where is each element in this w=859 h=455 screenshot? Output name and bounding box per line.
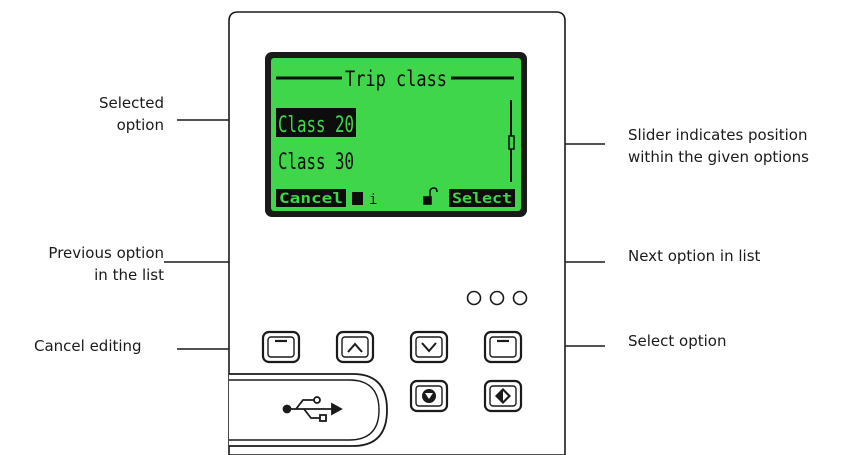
info-block-icon (352, 192, 363, 205)
selected-option-highlight (276, 108, 356, 137)
callout-previous-option-line1: Previous option (48, 244, 164, 262)
lcd-option[interactable]: Class 30 (278, 150, 354, 175)
info-label: i (369, 192, 377, 208)
led-icon (466, 290, 482, 306)
callout-cancel-editing: Cancel editing (34, 335, 142, 357)
callout-previous-option-line2: in the list (94, 266, 164, 284)
softkey-left-label[interactable]: Cancel (279, 191, 343, 207)
slider-thumb (508, 135, 515, 150)
softkey-right-bg (449, 189, 515, 207)
stop-icon (422, 389, 436, 403)
usb-port-cover[interactable] (229, 373, 388, 447)
lcd-screen: Trip class Class 20 Class 30 Cancel i Se… (265, 52, 527, 217)
left-softkey-button[interactable] (261, 330, 301, 364)
callout-slider-line1: Slider indicates position (628, 126, 808, 144)
callout-previous-option: Previous option in the list (0, 242, 164, 286)
callout-next-option: Next option in list (628, 245, 760, 267)
callout-cancel-editing-text: Cancel editing (34, 337, 142, 355)
callout-slider: Slider indicates position within the giv… (628, 124, 809, 168)
led-icon (489, 290, 505, 306)
callout-selected-option: Selected option (60, 92, 164, 136)
softkey-right-label[interactable]: Select (452, 191, 512, 207)
usb-icon (282, 396, 343, 422)
start-icon (495, 388, 511, 404)
stop-button[interactable] (409, 379, 449, 413)
lcd-title: Trip class (345, 67, 447, 91)
callout-selected-option-line2: option (116, 116, 164, 134)
lcd-background (271, 58, 521, 211)
callout-select-option-text: Select option (628, 332, 727, 350)
chevron-down-icon (421, 342, 437, 353)
status-leds (466, 290, 528, 306)
lcd-option-selected[interactable]: Class 20 (278, 113, 354, 138)
led-icon (512, 290, 528, 306)
start-button[interactable] (483, 379, 523, 413)
up-button[interactable] (335, 330, 375, 364)
right-softkey-button[interactable] (483, 330, 523, 364)
callout-selected-option-line1: Selected (98, 94, 164, 112)
callout-next-option-text: Next option in list (628, 247, 761, 265)
lock-icon (423, 187, 438, 205)
callout-select-option: Select option (628, 330, 726, 352)
softkey-left-bg (276, 189, 346, 207)
callout-slider-line2: within the given options (628, 148, 809, 166)
down-button[interactable] (409, 330, 449, 364)
chevron-up-icon (347, 342, 363, 353)
